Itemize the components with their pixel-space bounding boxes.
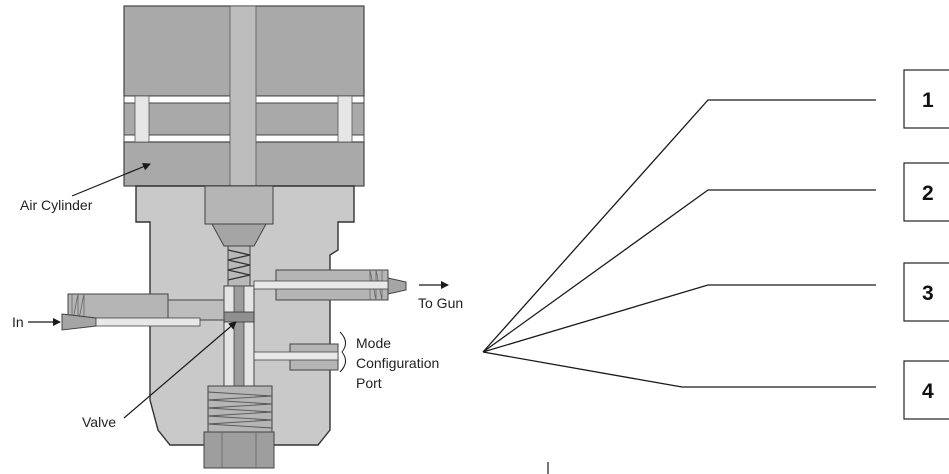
callout-line-4	[482, 351, 876, 388]
callout-box-1: 1	[903, 69, 949, 129]
callout-lines	[482, 99, 876, 388]
air-cylinder-label: Air Cylinder	[20, 197, 93, 213]
air-cylinder	[123, 5, 365, 187]
callout-number-4: 4	[922, 380, 934, 403]
callout-number-3: 3	[922, 282, 934, 305]
mode-label-line1: Mode	[356, 335, 391, 351]
callout-line-1	[482, 99, 876, 353]
callout-number-1: 1	[922, 89, 934, 112]
callout-line-2	[482, 189, 876, 353]
air-cylinder-pointer	[71, 162, 151, 197]
mode-label-line2: Configuration	[356, 355, 439, 371]
mode-label-line3: Port	[356, 375, 382, 391]
mode-port-brace	[339, 331, 346, 373]
valve-label: Valve	[82, 414, 116, 430]
callout-box-4: 4	[903, 360, 949, 420]
to-gun-label: To Gun	[418, 295, 463, 311]
callout-box-3: 3	[903, 262, 949, 322]
valve-body	[61, 185, 407, 469]
callout-line-3	[482, 284, 876, 353]
callout-number-2: 2	[922, 182, 934, 205]
callout-box-2: 2	[903, 162, 949, 222]
in-label: In	[12, 314, 24, 330]
valve-pointer	[123, 321, 237, 419]
